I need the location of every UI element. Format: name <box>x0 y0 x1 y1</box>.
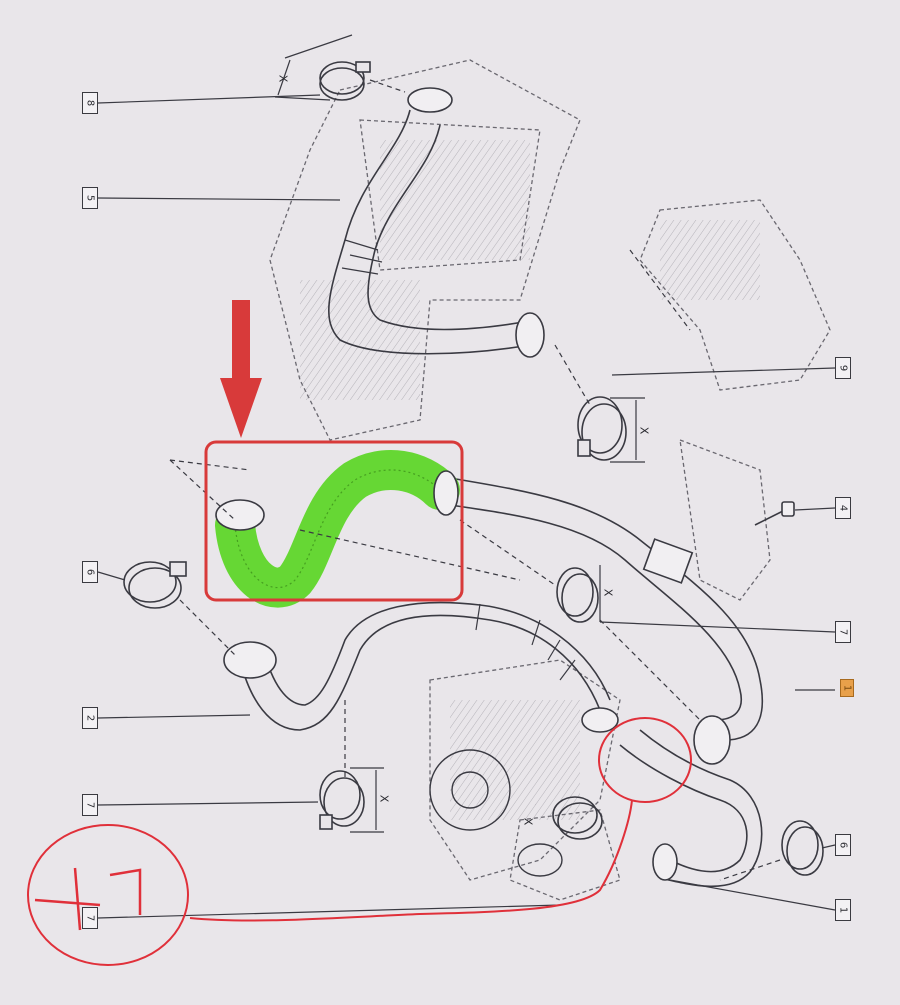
lower-charge-hose <box>239 601 611 731</box>
hose-clamp-middle-right <box>556 567 599 623</box>
red-arrow <box>220 300 262 438</box>
part-label-7-right: 7 <box>835 621 851 643</box>
corrugated-section <box>475 603 576 681</box>
dimension-x-right <box>610 397 645 463</box>
hose-clamp-bottom-middle <box>552 796 603 840</box>
part-label-1-bottom: 1 <box>835 899 851 921</box>
part-label-6-right: 6 <box>835 834 851 856</box>
part-label-7-left-mid: 7 <box>82 794 98 816</box>
part-label-2: 2 <box>82 707 98 729</box>
turbo-outline <box>429 749 563 877</box>
part-label-7-bottom: 7 <box>82 907 98 929</box>
red-highlight-box <box>204 440 464 602</box>
turbo-hose-end <box>652 843 678 881</box>
dimension-label-x-bottom-mid: X <box>521 817 535 826</box>
engine-hatching <box>300 140 760 820</box>
long-charge-hose <box>449 477 764 741</box>
dimension-label-x-bottom-left: X <box>377 794 391 803</box>
bracket-clamp <box>642 538 694 584</box>
dimension-label-x-right: X <box>637 426 651 435</box>
part-label-6-left: 6 <box>82 561 98 583</box>
highlighted-hose-right-end <box>433 470 459 516</box>
hose-clamp-bottom-right <box>781 820 824 876</box>
upper-hose-right-end <box>515 312 545 358</box>
dimension-x-top <box>274 34 353 101</box>
part-label-8: 8 <box>82 92 98 114</box>
dimension-x-bottom-left <box>350 767 384 833</box>
hose-clamp-right <box>577 396 627 461</box>
hose-clamp-bottom-left <box>319 770 365 830</box>
assembly-guide-lines <box>169 79 781 881</box>
highlighted-hose <box>215 450 460 608</box>
part-label-1-orange: 1 <box>840 679 854 697</box>
leader-lines <box>97 94 836 919</box>
lower-hose-left-end <box>223 641 277 679</box>
turbo-hose <box>619 729 763 888</box>
red-markup <box>27 717 692 966</box>
upper-intercooler-hose <box>328 109 536 355</box>
dimension-label-x-mid: X <box>601 588 615 597</box>
part-label-9: 9 <box>835 357 851 379</box>
highlighted-hose-left-end <box>215 499 265 531</box>
turbo-hose-upper-end <box>581 707 619 733</box>
upper-hose-top-end <box>407 87 453 113</box>
hose-clamp-top <box>319 61 371 101</box>
hose-clamp-left <box>123 561 187 609</box>
part-label-4: 4 <box>835 497 851 519</box>
long-hose-bottom-end <box>693 715 731 765</box>
part-label-5: 5 <box>82 187 98 209</box>
bolt <box>754 501 795 526</box>
dimension-label-x-top: X <box>276 74 290 83</box>
highlighted-hose-outline <box>234 469 441 589</box>
